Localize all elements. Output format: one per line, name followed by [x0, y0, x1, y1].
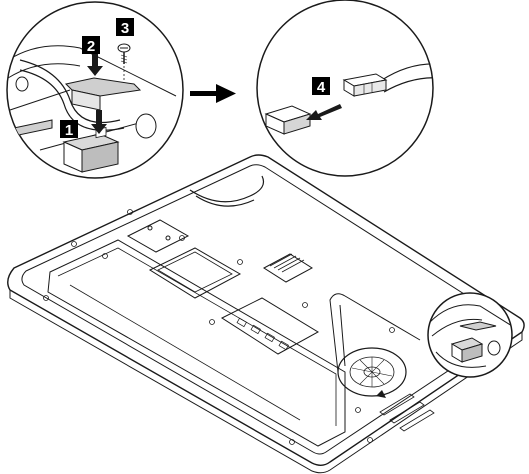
fan: [329, 293, 421, 397]
cable-plug: [342, 73, 388, 97]
detail-circle-right: 4: [256, 0, 434, 177]
connector-strip: [263, 253, 313, 283]
dc-in-connector: [62, 126, 120, 173]
step-callout-2: 2: [82, 36, 100, 55]
step-number: 2: [87, 38, 95, 55]
wireless-card: [126, 219, 190, 253]
detail-circle-left: 2 3 1: [6, 1, 184, 179]
laptop-base: [7, 154, 525, 474]
step-number: 4: [317, 79, 326, 96]
pull-arrow-icon: [306, 104, 342, 120]
step-callout-1: 1: [60, 120, 78, 139]
push-down-arrow-icon: [87, 54, 103, 76]
screw-icon: [117, 43, 131, 64]
step-number: 3: [121, 20, 129, 37]
memory-module: [148, 247, 319, 355]
process-arrow-icon: [190, 84, 236, 103]
step-number: 1: [65, 122, 73, 139]
locator-circle: [427, 292, 513, 378]
step-callout-3: 3: [116, 18, 134, 37]
step-callout-4: 4: [312, 77, 330, 96]
push-down-arrow-icon: [91, 110, 107, 134]
dc-in-connector-block: [264, 105, 312, 135]
arrow-mark-icon: [376, 390, 386, 398]
